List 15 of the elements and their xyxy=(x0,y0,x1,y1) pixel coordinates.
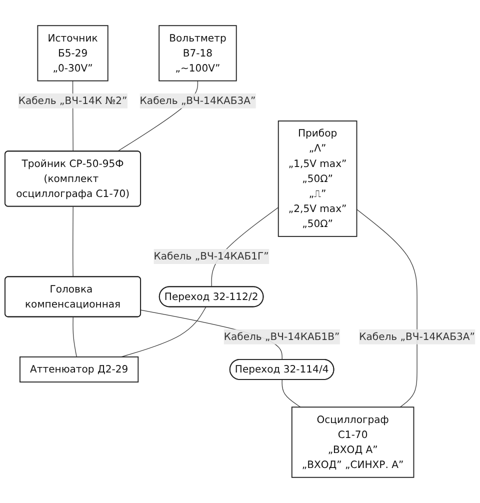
connector xyxy=(120,306,206,358)
node-box: Источник Б5-29 „0-30V” xyxy=(37,25,108,82)
edge-label: Кабель „ВЧ-14КАБ3А” xyxy=(359,330,475,342)
node-box: Осциллограф С1-70 „ВХОД А” „ВХОД” „СИНХР. А” xyxy=(291,406,414,478)
connector xyxy=(72,316,77,358)
node-box: Аттенюатор Д2-29 xyxy=(20,356,139,382)
edge-label: Кабель „ВЧ-14КАБ1В” xyxy=(224,330,340,342)
node-box: Вольтметр В7-18 „~100V” xyxy=(158,25,237,82)
connector xyxy=(72,206,74,278)
node-box: Прибор „Λ” „1,5V max” „50Ω” „⎍” „2,5V max” „50Ω” xyxy=(278,120,358,237)
edge-label: Кабель „ВЧ-14К №2” xyxy=(18,94,128,107)
connector xyxy=(282,380,301,408)
connector xyxy=(356,209,418,408)
edge-label: Кабель „ВЧ-14КАБ1Г” xyxy=(154,250,269,262)
edge-label: Кабель „ВЧ-14КАБ3А” xyxy=(140,94,256,107)
